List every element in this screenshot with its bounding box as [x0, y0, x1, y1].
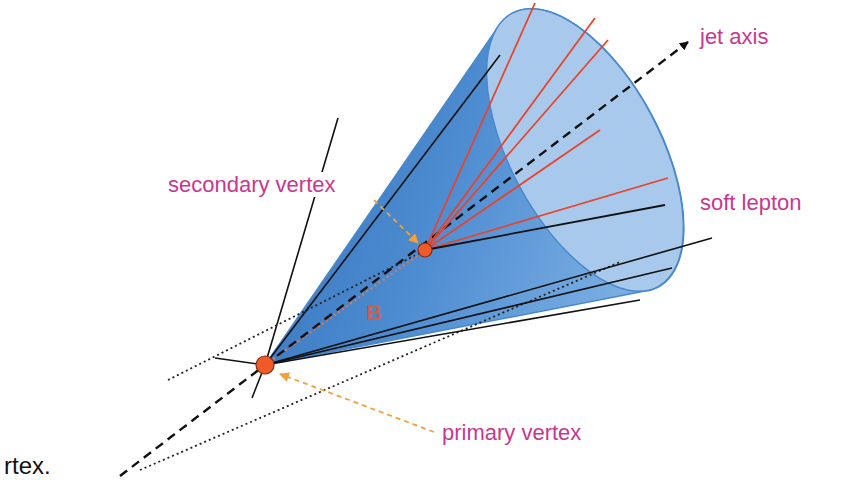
- particle-track: [265, 238, 712, 365]
- callout-label: rtex.: [2, 452, 53, 480]
- dotted-line: [140, 262, 620, 470]
- callout-label: soft lepton: [698, 190, 804, 215]
- lepton-track: [425, 205, 665, 250]
- decay-track: [425, 40, 608, 250]
- particle-track: [265, 268, 672, 365]
- primary-vertex-dot: [256, 356, 274, 374]
- callout-label: jet axis: [698, 24, 770, 49]
- decay-track: [425, 178, 668, 250]
- leader-arrow: [280, 374, 434, 432]
- decay-track: [425, 130, 600, 250]
- callout-label: primary vertex: [440, 420, 583, 445]
- jet-axis-arrow: [265, 42, 688, 365]
- primary-tracks: [265, 55, 712, 365]
- particle-track: [265, 55, 500, 365]
- particle-track: [265, 300, 640, 365]
- b-flight-path: [265, 250, 425, 365]
- secondary-vertex-dot: [418, 243, 432, 257]
- jet-axis-line: [120, 365, 265, 476]
- dotted-lines: [140, 248, 620, 470]
- callout-label: secondary vertex: [166, 172, 338, 197]
- leader-arrow: [374, 200, 418, 243]
- secondary-tracks: [425, 3, 668, 250]
- particle-label: B: [364, 300, 384, 325]
- decay-track: [425, 18, 595, 250]
